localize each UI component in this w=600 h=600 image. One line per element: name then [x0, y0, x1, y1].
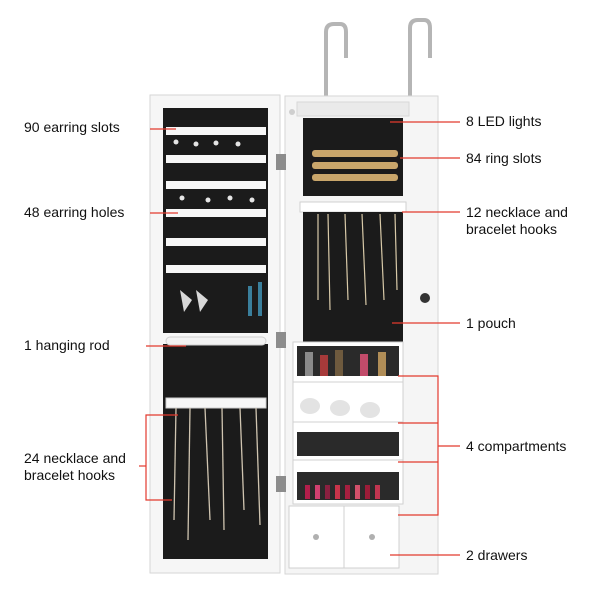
led-sensor — [289, 109, 295, 115]
over-door-hangers — [324, 18, 432, 96]
label-hanging-rod: 1 hanging rod — [24, 337, 110, 353]
drawer-knobs — [313, 534, 375, 540]
label-compartments: 4 compartments — [466, 438, 567, 454]
left-leaders — [139, 128, 186, 501]
label-led-lights: 8 LED lights — [466, 113, 542, 129]
door-hook-bar — [165, 397, 267, 409]
door-panel-bottom — [163, 344, 268, 559]
cabinet-necklaces — [317, 213, 398, 311]
label-drawers: 2 drawers — [466, 547, 528, 563]
label-earring-holes: 48 earring holes — [24, 204, 125, 220]
label-cabinet-hooks: 12 necklace and bracelet hooks — [466, 204, 568, 237]
cabinet-necklace-panel — [303, 212, 403, 342]
cabinet-hook-bar — [299, 201, 407, 213]
door-hinges — [276, 154, 286, 492]
right-leaders — [390, 121, 460, 556]
drawers-block — [288, 505, 400, 569]
ring-rows — [312, 150, 398, 181]
hanging-rod — [165, 336, 267, 346]
label-earring-slots: 90 earring slots — [24, 119, 120, 135]
earrings — [173, 139, 262, 316]
label-door-hooks: 24 necklace and bracelet hooks — [24, 450, 126, 483]
label-ring-slots: 84 ring slots — [466, 150, 542, 166]
cosmetic-items — [300, 350, 386, 499]
label-pouch: 1 pouch — [466, 315, 516, 331]
door-earring-strips — [166, 127, 266, 273]
cabinet-lock — [420, 293, 430, 303]
door-necklaces — [173, 407, 261, 541]
led-strip — [296, 101, 410, 117]
